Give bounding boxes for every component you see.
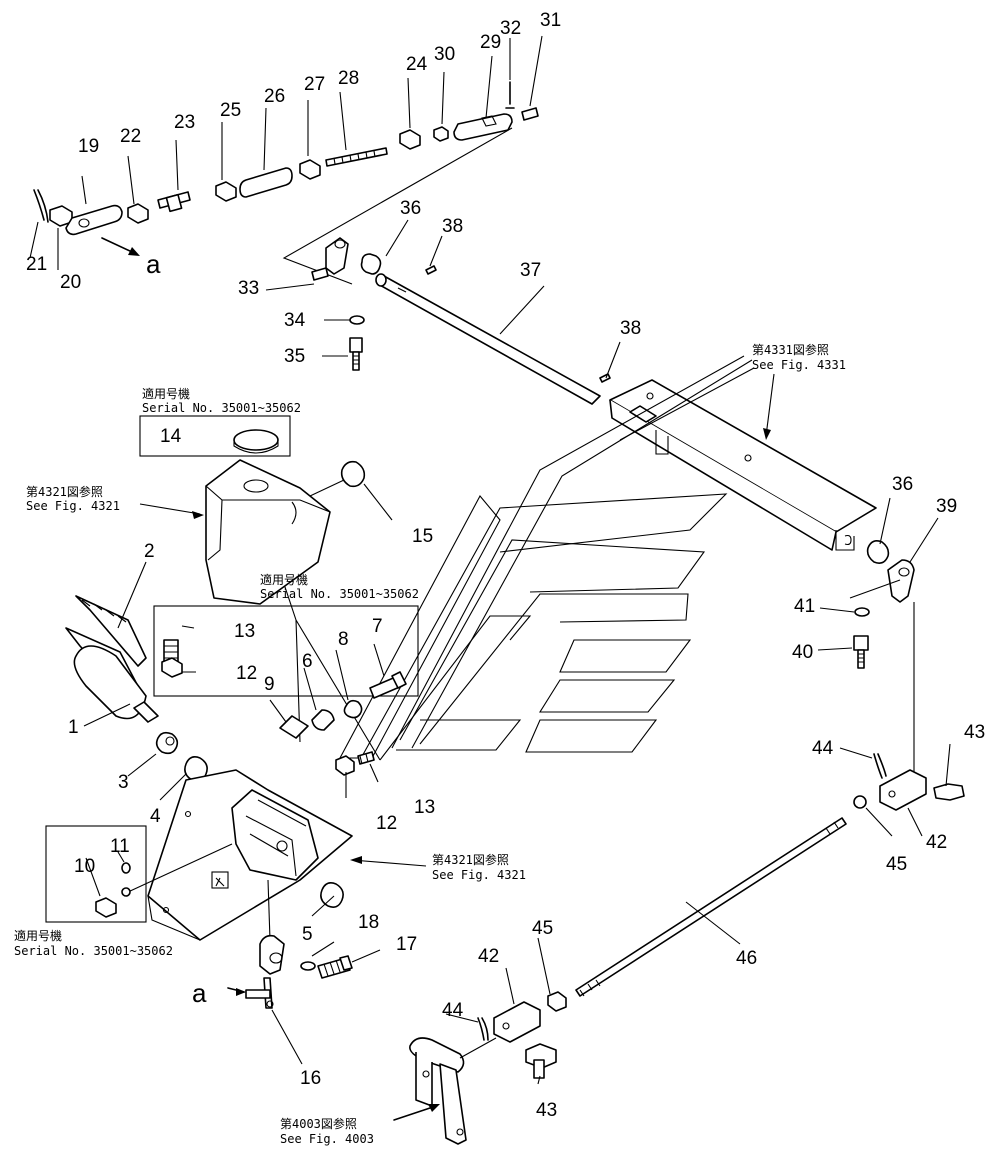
part-label-42: 42	[478, 946, 499, 967]
part-label-3: 3	[118, 772, 129, 793]
callouts	[29, 35, 951, 1085]
part-labels: 1234567891011121213131415161718192021222…	[26, 10, 985, 1121]
ref-serial-jp-3: 適用号機	[14, 928, 62, 943]
ref-4003-jp: 第4003図参照	[280, 1116, 357, 1131]
part-label-21: 21	[26, 254, 47, 275]
part-label-8: 8	[338, 629, 349, 650]
part-label-27: 27	[304, 74, 325, 95]
part-label-45: 45	[886, 854, 907, 875]
ref-serial-en-1: Serial No. 35001~35062	[142, 401, 301, 415]
part-label-2: 2	[144, 541, 155, 562]
part-label-31: 31	[540, 10, 561, 31]
part-label-36: 36	[892, 474, 913, 495]
part-label-25: 25	[220, 100, 241, 121]
ref-4321-jp-2: 第4321図参照	[432, 852, 509, 867]
part-label-35: 35	[284, 346, 305, 367]
right-linkage	[575, 540, 965, 997]
part-label-9: 9	[264, 674, 275, 695]
part-label-12: 12	[376, 813, 397, 834]
ref-4003-en: See Fig. 4003	[280, 1132, 374, 1146]
part-label-14: 14	[160, 426, 182, 447]
pedal-bracket-upper	[139, 415, 393, 605]
part-label-34: 34	[284, 310, 306, 331]
ref-4321-jp-1: 第4321図参照	[26, 484, 103, 499]
part-label-15: 15	[412, 526, 433, 547]
part-label-40: 40	[792, 642, 813, 663]
part-label-1: 1	[68, 717, 79, 738]
ref-serial-jp-2: 適用号機	[260, 572, 308, 587]
bracket-4331	[609, 379, 877, 551]
part-label-38: 38	[442, 216, 463, 237]
part-label-12: 12	[236, 663, 257, 684]
part-label-32: 32	[500, 18, 521, 39]
part-label-23: 23	[174, 112, 195, 133]
part-label-6: 6	[302, 651, 313, 672]
part-label-24: 24	[406, 54, 428, 75]
part-label-18: 18	[358, 912, 379, 933]
ref-4331-en: See Fig. 4331	[752, 358, 846, 372]
shaft-37	[375, 265, 611, 405]
view-marker-a-bottom: a	[192, 978, 207, 1008]
top-linkage: a	[33, 81, 539, 279]
part-label-33: 33	[238, 278, 259, 299]
part-label-43: 43	[536, 1100, 557, 1121]
part-label-20: 20	[60, 272, 81, 293]
part-label-43: 43	[964, 722, 985, 743]
part-label-37: 37	[520, 260, 541, 281]
lower-linkage	[393, 991, 567, 1145]
ref-serial-en-2: Serial No. 35001~35062	[260, 587, 419, 601]
reference-notes: 第4331図参照 See Fig. 4331 適用号機 Serial No. 3…	[14, 342, 846, 1146]
part-label-19: 19	[78, 136, 99, 157]
part-label-45: 45	[532, 918, 553, 939]
part-label-22: 22	[120, 126, 141, 147]
part-label-30: 30	[434, 44, 455, 65]
part-label-44: 44	[442, 1000, 464, 1021]
part-label-7: 7	[372, 616, 383, 637]
part-label-11: 11	[110, 836, 130, 857]
part-label-39: 39	[936, 496, 957, 517]
part-label-13: 13	[414, 797, 435, 818]
part-label-13: 13	[234, 621, 255, 642]
ref-4321-en-2: See Fig. 4321	[432, 868, 526, 882]
ref-4331-jp: 第4331図参照	[752, 342, 829, 357]
part-label-16: 16	[300, 1068, 321, 1089]
pedal-assembly: a	[45, 595, 427, 1009]
arm-assembly	[282, 127, 513, 371]
ref-serial-en-3: Serial No. 35001~35062	[14, 944, 173, 958]
part-label-5: 5	[302, 924, 313, 945]
decorative-stripes	[275, 355, 753, 761]
ref-serial-jp-1: 適用号機	[142, 386, 190, 401]
part-label-4: 4	[150, 806, 161, 827]
part-label-41: 41	[794, 596, 815, 617]
part-label-38: 38	[620, 318, 641, 339]
view-marker-a-top: a	[146, 249, 161, 279]
ref-4321-en-1: See Fig. 4321	[26, 499, 120, 513]
part-label-42: 42	[926, 832, 947, 853]
part-label-44: 44	[812, 738, 834, 759]
part-label-46: 46	[736, 948, 757, 969]
part-label-36: 36	[400, 198, 421, 219]
part-label-26: 26	[264, 86, 285, 107]
part-label-17: 17	[396, 934, 417, 955]
part-label-29: 29	[480, 32, 501, 53]
part-label-28: 28	[338, 68, 359, 89]
part-label-10: 10	[74, 856, 95, 877]
